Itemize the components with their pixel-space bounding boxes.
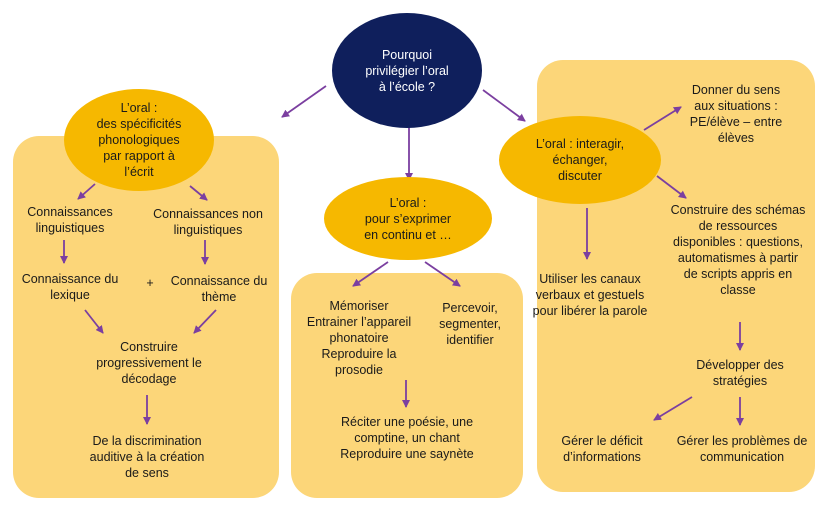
right-schemas: Construire des schémas de ressources dis… <box>670 203 806 297</box>
middle-percevoir: Percevoir, segmenter, identifier <box>439 301 501 347</box>
arrow-center-left <box>281 85 327 118</box>
middle-panel <box>291 273 523 498</box>
right-canaux: Utiliser les canaux verbaux et gestuels … <box>532 272 648 318</box>
arrow-right-sens <box>643 106 682 131</box>
left-ling: Connaissances linguistiques <box>27 205 113 235</box>
middle-title-ellipse: L’oral : pour s’exprimer en continu et … <box>324 177 492 260</box>
right-title-text: L’oral : interagir, échanger, discuter <box>535 137 625 183</box>
arrow-center-right <box>482 89 526 122</box>
left-decodage: Construire progressivement le décodage <box>96 340 202 386</box>
middle-reciter: Réciter une poésie, une comptine, un cha… <box>340 415 474 461</box>
arrow-middle-memoriser <box>352 261 389 287</box>
center-question-ellipse: Pourquoi privilégier l’oral à l’école ? <box>332 13 482 128</box>
left-lexique: Connaissance du lexique <box>21 272 119 302</box>
left-plus: + <box>146 276 154 290</box>
arrow-right-schemas <box>656 175 687 199</box>
left-title-text: L’oral : des spécificités phonologiques … <box>96 101 182 179</box>
left-panel <box>13 136 279 498</box>
left-discrimination: De la discrimination auditive à la créat… <box>89 434 205 480</box>
arrow-middle-percevoir <box>424 261 461 287</box>
right-sens: Donner du sens aux situations : PE/élève… <box>689 83 783 145</box>
middle-memoriser: Mémoriser Entrainer l’appareil phonatoir… <box>306 299 412 377</box>
right-title-ellipse: L’oral : interagir, échanger, discuter <box>499 116 661 204</box>
left-theme: Connaissance du thème <box>170 274 268 304</box>
center-question-text: Pourquoi privilégier l’oral à l’école ? <box>365 47 449 94</box>
arrow-strategies-deficit <box>653 396 693 421</box>
middle-title-text: L’oral : pour s’exprimer en continu et … <box>364 195 452 242</box>
left-nonling: Connaissances non linguistiques <box>153 207 263 237</box>
arrow-theme-decodage <box>193 309 217 334</box>
left-title-ellipse: L’oral : des spécificités phonologiques … <box>64 89 214 191</box>
right-deficit: Gérer le déficit d’informations <box>561 434 643 464</box>
right-strategies: Développer des stratégies <box>696 358 784 388</box>
arrow-left-nonling <box>189 185 208 201</box>
arrow-lexique-decodage <box>84 309 104 334</box>
arrow-left-ling <box>77 183 96 200</box>
right-problemes: Gérer les problèmes de communication <box>676 434 808 464</box>
